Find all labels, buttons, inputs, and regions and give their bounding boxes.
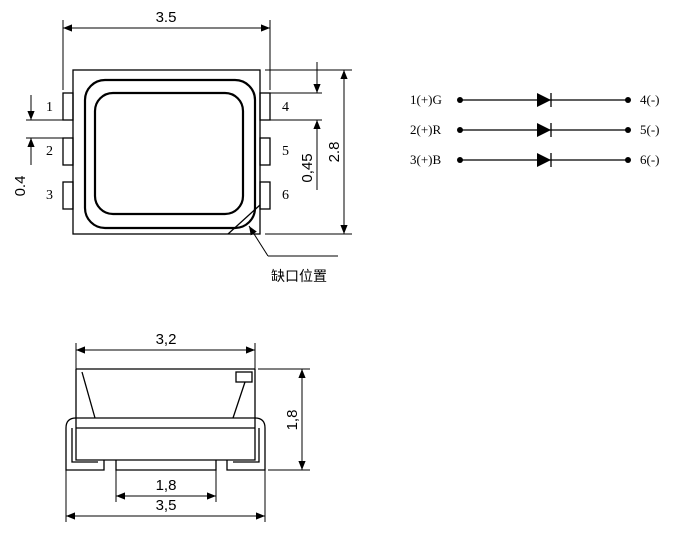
schematic-row-2: 2(+)R 5(-) [410, 122, 660, 137]
diode-icon [537, 123, 551, 137]
height-dimension-label: 2.8 [326, 142, 343, 163]
terminal-right-inner [233, 428, 260, 463]
anode-label-r: 2(+)R [410, 122, 441, 137]
anode-label-b: 3(+)B [410, 152, 441, 167]
lens-inner [93, 91, 245, 216]
pad-1 [62, 92, 74, 121]
schematic-row-3: 3(+)B 6(-) [410, 152, 660, 167]
lens-corner-notch [235, 371, 253, 383]
inner-width-dimension-label: 1,8 [156, 477, 177, 494]
terminal-dot [625, 127, 631, 133]
cathode-label-6: 6(-) [640, 152, 660, 167]
cathode-label-4: 4(-) [640, 92, 660, 107]
pin-label-4: 4 [282, 100, 289, 115]
schematic: 1(+)G 4(-) 2(+)R 5(-) 3(+)B 6(-) [410, 92, 660, 167]
lens-left-slope [81, 371, 96, 419]
side-height-dimension-label: 1,8 [284, 410, 301, 431]
pad-4 [259, 92, 271, 121]
bottom-recess [115, 460, 217, 471]
terminal-dot [625, 157, 631, 163]
schematic-row-1: 1(+)G 4(-) [410, 92, 660, 107]
terminal-left-inner [71, 428, 98, 463]
notch-mark [227, 204, 261, 235]
body-outline [75, 417, 256, 461]
terminal-left-outer [65, 417, 105, 471]
pad-dimension-label: 0.4 [12, 176, 29, 197]
diode-icon [537, 153, 551, 167]
lens-right-slope [232, 381, 246, 419]
pad-3 [62, 181, 74, 210]
bottom-width-dimension-label: 3,5 [156, 497, 177, 514]
pitch-dimension-label: 0,45 [299, 153, 316, 182]
terminal-right-outer [226, 417, 266, 471]
notch-leader-diagonal [248, 225, 269, 257]
side-view: 3,2 1,8 1,8 3,5 [65, 331, 310, 522]
anode-label-g: 1(+)G [410, 92, 442, 107]
top-width-dimension-label: 3,2 [156, 331, 177, 348]
pin-label-5: 5 [282, 144, 289, 159]
cathode-label-5: 5(-) [640, 122, 660, 137]
width-dimension-label: 3.5 [156, 9, 177, 26]
diode-icon [537, 93, 551, 107]
terminal-dot [625, 97, 631, 103]
pad-6 [259, 181, 271, 210]
pad-2 [62, 137, 74, 166]
pin-label-6: 6 [282, 188, 289, 203]
notch-note: 缺口位置 [271, 269, 327, 285]
pin-label-2: 2 [46, 144, 53, 159]
pin-label-1: 1 [46, 100, 53, 115]
pin-label-3: 3 [46, 188, 53, 203]
lens-outer [83, 78, 257, 230]
pad-5 [259, 137, 271, 166]
top-view: 1 2 3 4 5 6 3.5 2.8 0,45 0.4 缺口位置 [12, 9, 352, 285]
